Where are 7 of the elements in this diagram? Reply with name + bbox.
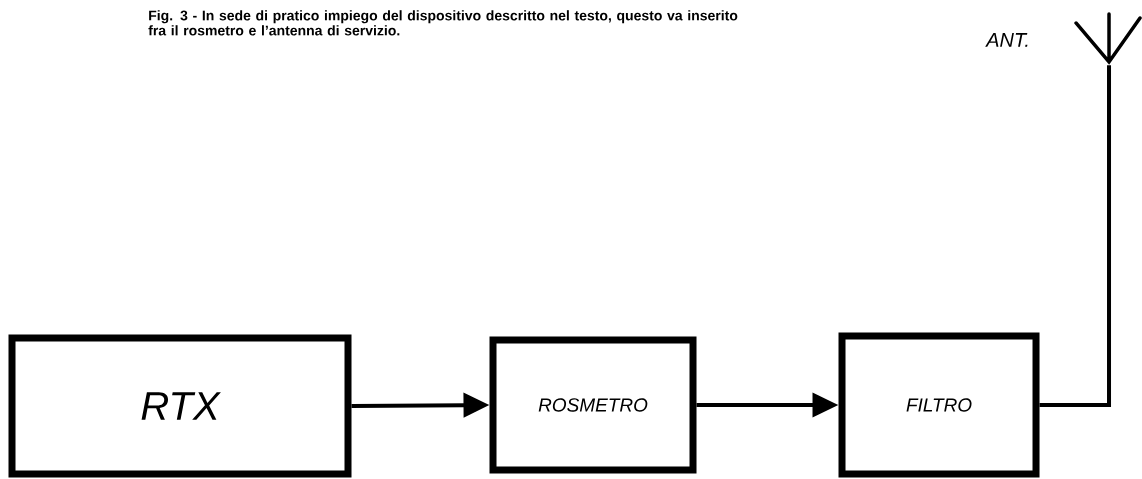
block-box: FILTRO xyxy=(838,332,1040,478)
caption: Fig. 3 - In sede di pratico impiego del dispositivo descritto nel testo, questo va inserito fra il rosmetro e l’antenna di servizio. xyxy=(148,10,738,36)
block-box: ROSMETRO xyxy=(489,336,697,474)
antenna-label: ANT. xyxy=(985,33,1028,47)
block-box: RTX xyxy=(8,334,352,478)
antenna-symbol xyxy=(1074,12,1142,65)
connector xyxy=(1039,65,1111,407)
